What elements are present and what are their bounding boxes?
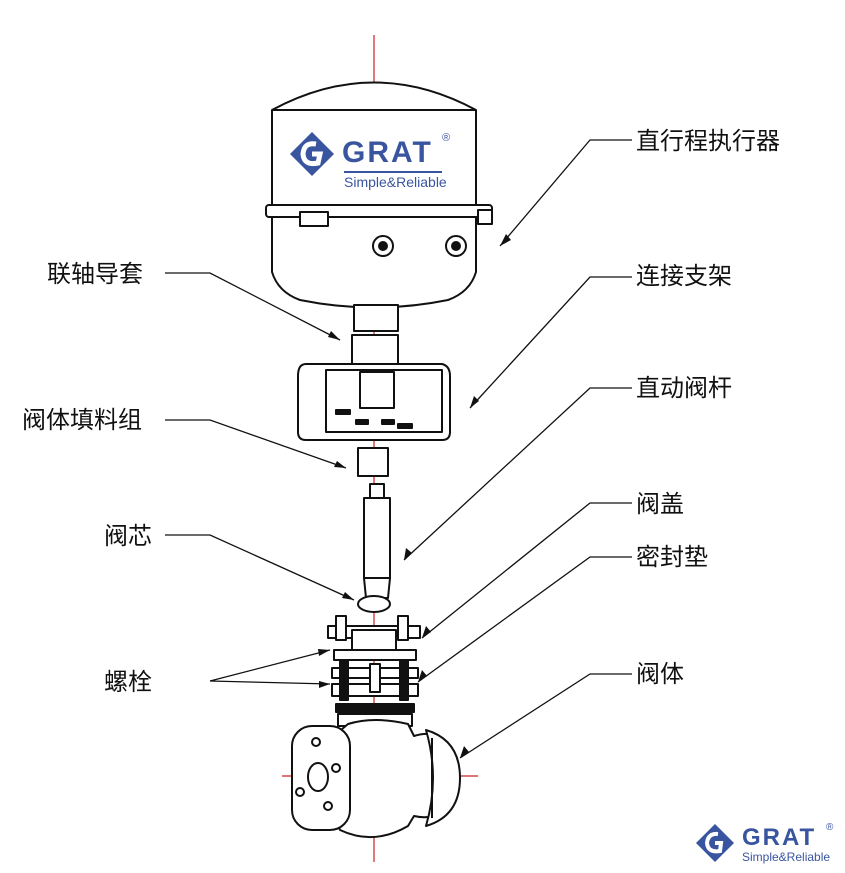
- label-stem: 直动阀杆: [636, 374, 732, 402]
- brand-name-corner: GRAT: [742, 824, 817, 851]
- label-bolts: 螺栓: [104, 668, 152, 696]
- label-bonnet: 阀盖: [636, 490, 684, 518]
- gasket-flange: [331, 659, 419, 727]
- leader-lines: [165, 139, 632, 759]
- bracket: [297, 363, 451, 441]
- label-coupling-sleeve: 联轴导套: [47, 260, 143, 288]
- valve-body: [291, 719, 461, 839]
- grat-logo-mark-corner: [696, 824, 734, 862]
- registered-mark-actuator: ®: [442, 132, 451, 144]
- label-gasket: 密封垫: [636, 543, 708, 571]
- grat-logo-mark-actuator: [290, 132, 334, 176]
- leader-arrowheads: [318, 234, 511, 758]
- coupling-sleeve: [351, 304, 399, 368]
- registered-mark-corner: ®: [826, 822, 834, 833]
- label-packing: 阀体填料组: [22, 406, 142, 434]
- brand-underline-actuator: [344, 171, 442, 173]
- brand-tagline-corner: Simple&Reliable: [742, 850, 831, 864]
- label-body: 阀体: [636, 660, 684, 688]
- label-bracket: 连接支架: [636, 262, 732, 290]
- brand-tagline-actuator: Simple&Reliable: [344, 174, 447, 190]
- bonnet: [327, 615, 421, 661]
- valve-stem: [357, 483, 391, 613]
- label-plug: 阀芯: [104, 522, 152, 550]
- packing-set: [357, 447, 389, 477]
- brand-name-actuator: GRAT: [342, 136, 433, 169]
- actuator-housing: [265, 81, 493, 309]
- label-actuator: 直行程执行器: [636, 127, 780, 155]
